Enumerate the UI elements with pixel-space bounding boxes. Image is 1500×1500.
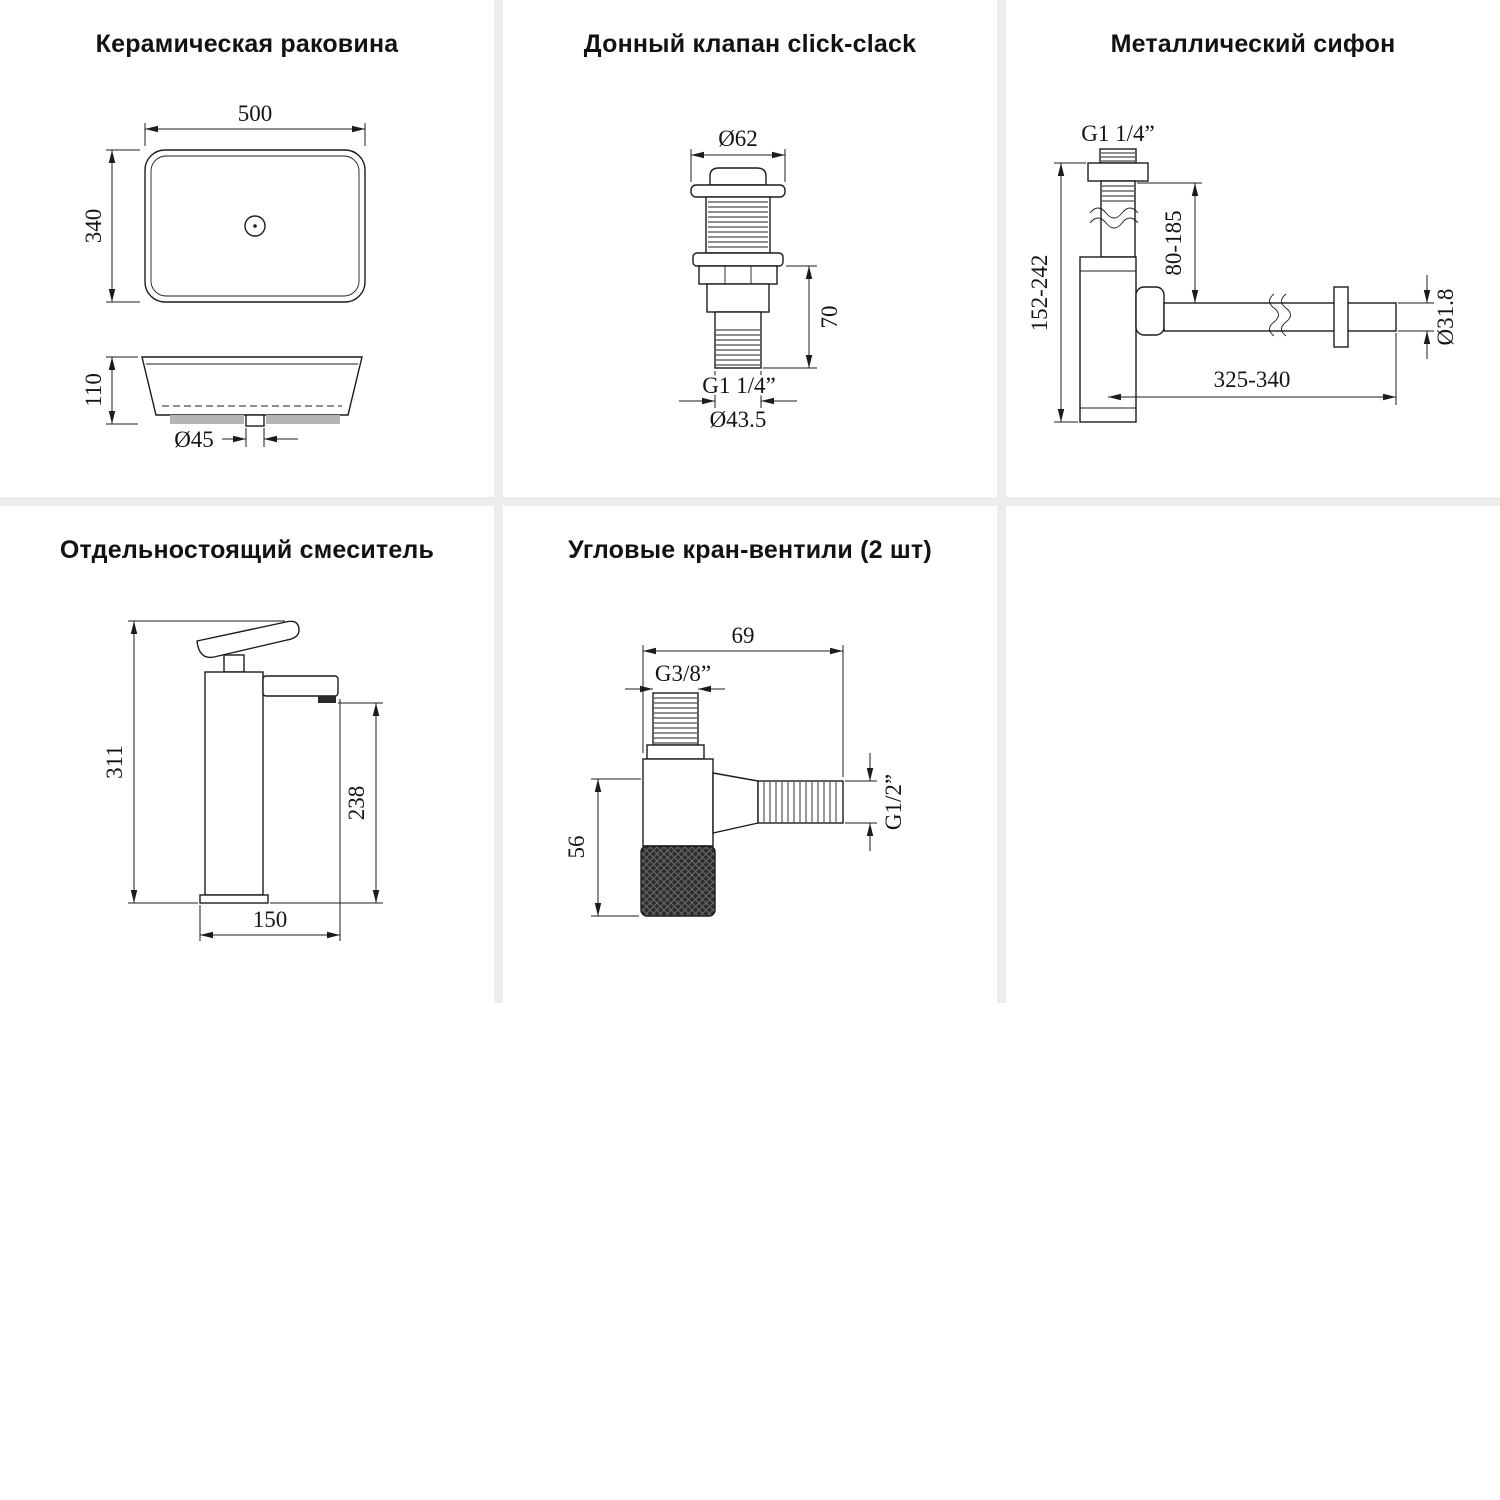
dim-angle-valve-height: 56	[564, 836, 589, 859]
panel-mixer: Отдельностоящий смеситель	[0, 506, 494, 1003]
panel-empty	[1006, 506, 1500, 1003]
dim-mixer-reach: 150	[253, 907, 288, 932]
dim-sink-width: 500	[238, 101, 273, 126]
angle-valve-dimension-lines	[591, 645, 877, 917]
sink-pad-right	[266, 415, 340, 424]
sink-dimension-lines	[106, 123, 366, 447]
mixer-drawing: 311 238 150	[102, 620, 383, 941]
panel-angle-valve-title: Угловые кран-вентили (2 шт)	[568, 536, 932, 564]
mixer-body	[196, 620, 339, 904]
dim-angle-valve-length: 69	[732, 623, 755, 648]
dim-siphon-height-range: 152-242	[1027, 255, 1052, 332]
sink-drawing: 500 340 110 Ø45	[81, 101, 366, 452]
dim-valve-thread: G1 1/4”	[702, 373, 775, 398]
dim-sink-depth: 340	[81, 209, 106, 244]
mixer-spout	[262, 675, 339, 697]
panel-sink-title: Керамическая раковина	[95, 30, 399, 58]
angle-valve-body	[640, 692, 844, 917]
panel-drain-valve-title: Донный клапан click-clack	[583, 30, 917, 58]
dim-siphon-length-range: 325-340	[1214, 367, 1291, 392]
angle-valve-handle	[640, 845, 716, 917]
dim-angle-valve-inlet-thread: G3/8”	[655, 661, 711, 686]
sink-pad-left	[170, 415, 244, 424]
dim-siphon-pipe-diameter: Ø31.8	[1433, 289, 1458, 346]
sink-side-view	[141, 356, 363, 427]
sink-top-view	[144, 149, 366, 303]
sink-drain-stub	[245, 414, 265, 427]
panel-drain-valve: Донный клапан click-clack	[503, 0, 997, 497]
dim-siphon-inlet-range: 80-185	[1161, 210, 1186, 275]
dim-siphon-thread: G1 1/4”	[1081, 121, 1154, 146]
drain-valve-drawing: Ø62 70 G1 1/4” Ø43.5	[679, 126, 842, 432]
product-diagram-grid: Керамическая раковина	[0, 0, 1500, 1003]
dim-valve-bottom: Ø43.5	[710, 407, 767, 432]
mixer-dimension-lines	[128, 620, 383, 941]
siphon-dimension-lines	[1054, 162, 1434, 423]
dim-valve-cap: Ø62	[718, 126, 758, 151]
valve-body	[690, 167, 786, 369]
dim-sink-drain: Ø45	[174, 427, 214, 452]
siphon-drawing: G1 1/4” 152-242 80-185 Ø31.8 325-340	[1027, 121, 1458, 423]
mixer-aerator	[318, 696, 336, 703]
siphon-body	[1079, 148, 1397, 423]
dim-valve-height: 70	[817, 306, 842, 329]
panel-angle-valve: Угловые кран-вентили (2 шт)	[503, 506, 997, 1003]
valve-dimension-lines	[679, 149, 817, 408]
dim-sink-height: 110	[81, 373, 106, 407]
dim-mixer-total-height: 311	[102, 745, 127, 779]
panel-mixer-title: Отдельностоящий смеситель	[59, 536, 435, 564]
panel-siphon-title: Металлический сифон	[1110, 30, 1396, 58]
panel-sink: Керамическая раковина	[0, 0, 494, 497]
mixer-lever	[196, 620, 300, 659]
angle-valve-drawing: 69 G3/8” 56 G1/2”	[564, 623, 906, 917]
dim-mixer-spout-height: 238	[344, 786, 369, 821]
panel-siphon: Металлический сифон	[1006, 0, 1500, 497]
dim-angle-valve-outlet-thread: G1/2”	[881, 774, 906, 830]
